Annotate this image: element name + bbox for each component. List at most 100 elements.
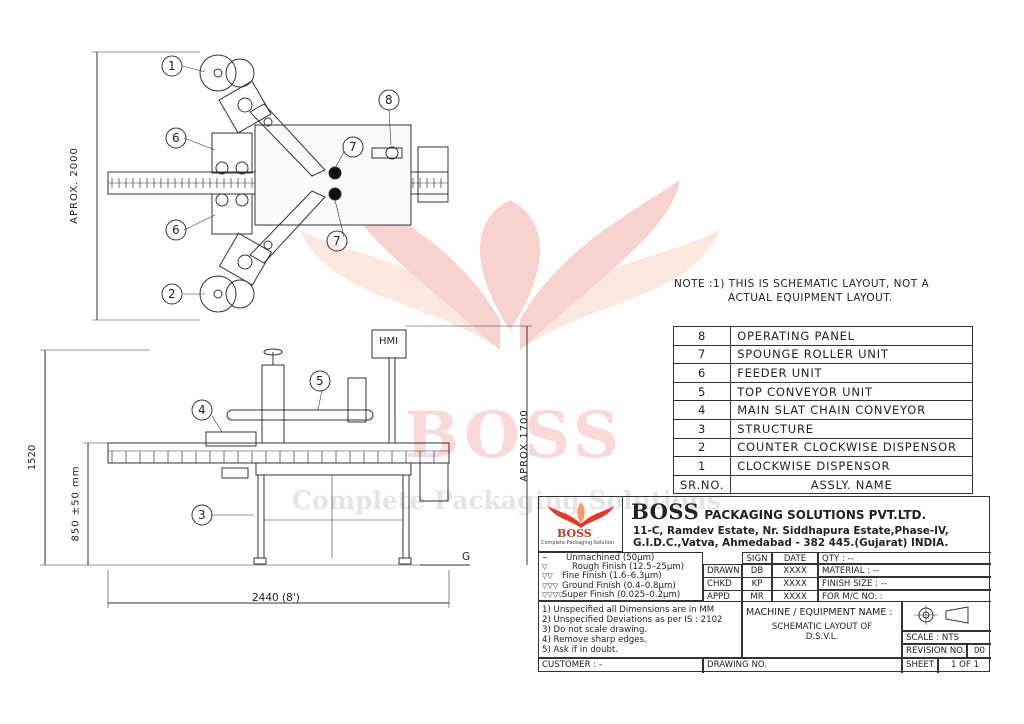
parts-header-name: ASSLY. NAME bbox=[730, 474, 974, 495]
dim-length: 2440 (8') bbox=[252, 592, 300, 604]
material-field: MATERIAL : -- bbox=[818, 564, 991, 577]
plan-view bbox=[92, 51, 449, 321]
sheet-value: 1 OF 1 bbox=[938, 658, 991, 673]
dim-elev-hmi: APROX 1700 bbox=[518, 409, 530, 482]
scale-field: SCALE : NTS bbox=[902, 631, 991, 644]
part-number: 2 bbox=[672, 437, 732, 458]
part-number: 7 bbox=[672, 344, 732, 365]
callout-5: 5 bbox=[316, 374, 324, 388]
revision-label: REVISION NO. bbox=[902, 644, 967, 658]
callout-4: 4 bbox=[198, 403, 206, 417]
note-line-1: NOTE :1) THIS IS SCHEMATIC LAYOUT, NOT A bbox=[674, 278, 930, 290]
machine-label: MACHINE / EQUIPMENT NAME : bbox=[746, 607, 893, 618]
part-name: FEEDER UNIT bbox=[730, 363, 974, 383]
part-number: 6 bbox=[672, 363, 732, 383]
finish-row: ▽Rough Finish (12.5–25µm) bbox=[542, 563, 699, 572]
part-number: 3 bbox=[672, 418, 732, 439]
callout-7a: 7 bbox=[349, 140, 357, 154]
note-row: 4) Remove sharp edges. bbox=[542, 635, 647, 645]
finish-text: Rough Finish (12.5–25µm) bbox=[572, 562, 685, 573]
address-line-2: G.I.D.C.,Vatva, Ahmedabad - 382 445.(Guj… bbox=[633, 537, 949, 549]
hmi-label: HMI bbox=[379, 336, 399, 347]
sign-role: CHKD bbox=[703, 577, 742, 591]
callout-6a: 6 bbox=[172, 131, 180, 145]
part-name: MAIN SLAT CHAIN CONVEYOR bbox=[730, 400, 974, 420]
company-name-rest: PACKAGING SOLUTIONS PVT.LTD. bbox=[704, 508, 927, 522]
company-name-big: BOSS bbox=[631, 499, 700, 524]
note: NOTE :1) THIS IS SCHEMATIC LAYOUT, NOT A… bbox=[674, 277, 929, 305]
parts-header-row: SR.NO.ASSLY. NAME bbox=[672, 474, 974, 495]
finish-symbol: ▽▽▽▽ bbox=[542, 590, 564, 599]
note-row: 3) Do not scale drawing. bbox=[542, 625, 648, 635]
finish-row: ▽▽▽Ground Finish (0.4–0.8µm) bbox=[542, 580, 699, 591]
machine-name-2: D.S.V.L. bbox=[805, 632, 839, 642]
part-number: 1 bbox=[672, 456, 732, 476]
revision-value: 00 bbox=[967, 644, 991, 658]
watermark-brand: BOSS bbox=[405, 398, 624, 473]
machine-name-1: SCHEMATIC LAYOUT OF bbox=[771, 622, 873, 632]
callout-2: 2 bbox=[168, 287, 176, 301]
sign-head: SIGN bbox=[742, 552, 772, 564]
projection-symbol-cell bbox=[902, 601, 991, 631]
sheet-label: SHEET bbox=[902, 658, 938, 673]
callout-3: 3 bbox=[198, 508, 206, 522]
ground-label: G bbox=[462, 551, 471, 563]
logo-word: BOSS bbox=[557, 527, 592, 540]
part-name: STRUCTURE bbox=[730, 418, 974, 439]
logo-tagline: Complete Packaging Solution bbox=[541, 540, 615, 546]
finish-symbol: ▽▽▽ bbox=[542, 581, 559, 590]
finish-row: ▽▽ Fine Finish (1.6–6.3µm) bbox=[542, 572, 699, 581]
sign-date: XXXX bbox=[772, 564, 818, 578]
finish-text: Super Finish (0.025–0.2µm) bbox=[562, 589, 681, 600]
callout-8: 8 bbox=[385, 93, 393, 107]
machine-cell: MACHINE / EQUIPMENT NAME : SCHEMATIC LAY… bbox=[742, 601, 902, 658]
logo-cell: BOSS Complete Packaging Solution bbox=[539, 497, 623, 552]
finish-text: Unmachined (50µm) bbox=[566, 553, 655, 563]
part-name: COUNTER CLOCKWISE DISPENSOR bbox=[730, 437, 974, 458]
part-name: CLOCKWISE DISPENSOR bbox=[730, 456, 974, 476]
note-row: 2) Unspecified Deviations as per IS : 21… bbox=[542, 615, 723, 625]
elevation-view bbox=[40, 325, 532, 608]
part-number: 5 bbox=[672, 381, 732, 402]
note-row: 5) Ask if in doubt. bbox=[542, 645, 619, 655]
title-block: BOSS Complete Packaging Solution BOSS PA… bbox=[538, 496, 991, 673]
third-angle-projection-icon bbox=[914, 605, 969, 625]
finish-text: Fine Finish (1.6–6.3µm) bbox=[562, 571, 662, 582]
qty-field: QTY : -- bbox=[818, 552, 991, 564]
note-row: 1) Unspecified all Dimensions are in MM bbox=[542, 605, 715, 615]
callout-7b: 7 bbox=[333, 234, 341, 248]
dim-plan-width: APROX. 2000 bbox=[68, 147, 80, 224]
note-line-2: ACTUAL EQUIPMENT LAYOUT. bbox=[728, 292, 893, 304]
part-number: 8 bbox=[672, 326, 732, 346]
part-name: SPOUNGE ROLLER UNIT bbox=[730, 344, 974, 365]
dim-elev-height: 1520 bbox=[27, 444, 39, 471]
company-address: 11-C, Ramdev Estate, Nr. Siddhapura Esta… bbox=[633, 525, 949, 549]
finish-size-field: FINISH SIZE : -- bbox=[818, 577, 991, 590]
callout-6b: 6 bbox=[172, 223, 180, 237]
customer-field: CUSTOMER : - bbox=[539, 658, 703, 673]
part-name: OPERATING PANEL bbox=[730, 326, 974, 346]
boss-logo-icon bbox=[548, 502, 614, 528]
watermark-tagline: Complete Packaging Solutions bbox=[292, 486, 721, 515]
dim-elev-conveyor: 850 ±50 mm bbox=[70, 465, 82, 542]
sign-role: DRAWN bbox=[703, 564, 742, 578]
company-name: BOSS PACKAGING SOLUTIONS PVT.LTD. bbox=[631, 499, 926, 524]
finish-symbol: ▽▽ bbox=[542, 572, 553, 581]
finish-text: Ground Finish (0.4–0.8µm) bbox=[562, 580, 676, 591]
finish-row: ▽▽▽▽Super Finish (0.025–0.2µm) bbox=[542, 589, 699, 600]
finishes-cell: ~Unmachined (50µm)▽Rough Finish (12.5–25… bbox=[539, 552, 703, 601]
address-line-1: 11-C, Ramdev Estate, Nr. Siddhapura Esta… bbox=[633, 525, 949, 537]
part-name: TOP CONVEYOR UNIT bbox=[730, 381, 974, 402]
finish-row: ~Unmachined (50µm) bbox=[542, 553, 699, 563]
date-head: DATE bbox=[772, 552, 818, 564]
